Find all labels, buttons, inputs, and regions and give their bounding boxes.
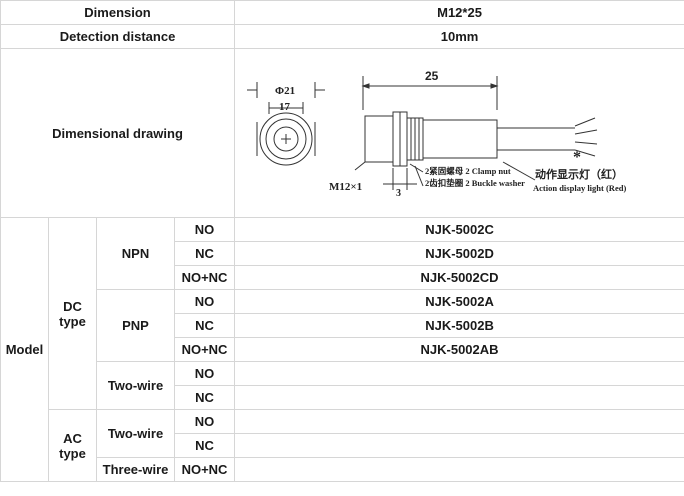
model-number-cell: NJK-5002C (234, 217, 684, 242)
npn-label: NPN (96, 217, 175, 290)
ac-two-wire-label: Two-wire (96, 409, 175, 458)
callout-clamp-nut: 2紧固螺母 2 Clamp nut (425, 166, 511, 176)
dimension-value: M12*25 (234, 0, 684, 25)
model-number-cell: NJK-5002D (234, 241, 684, 266)
detection-label: Detection distance (0, 24, 236, 49)
output-cell: NC (173, 241, 236, 266)
dimensional-drawing: Φ21 17 (234, 48, 684, 218)
table-row: Three-wire NO+NC (1, 457, 684, 482)
front-view (247, 81, 326, 165)
side-view (354, 75, 598, 190)
model-number-cell (234, 409, 684, 434)
diameter-outer-label: Φ21 (275, 85, 295, 97)
detection-value: 10mm (234, 24, 684, 49)
model-number-cell (234, 457, 684, 482)
output-cell: NO+NC (173, 265, 236, 290)
indicator-cn-label: 动作显示灯（红） (535, 167, 623, 181)
diameter-inner-label: 17 (279, 101, 291, 113)
ac-three-wire-label: Three-wire (96, 457, 175, 482)
dimension-label: Dimension (0, 0, 236, 25)
callout-buckle-washer: 2齿扣垫圈 2 Buckle washer (425, 178, 525, 188)
dimension-row: Dimension M12*25 (0, 0, 684, 25)
indicator-en-label: Action display light (Red) (533, 183, 626, 193)
output-cell: NC (173, 385, 236, 410)
asterisk-mark: * (573, 149, 581, 166)
drawing-label: Dimensional drawing (0, 48, 236, 218)
table-row: Model DC type NPN NO NJK-5002C (0, 217, 684, 482)
thread-label: M12×1 (329, 181, 362, 193)
dc-type-label: DC type (48, 217, 97, 410)
model-number-cell: NJK-5002AB (234, 337, 684, 362)
output-cell: NC (173, 313, 236, 338)
table-row: NO+NC NJK-5002AB (1, 337, 684, 362)
output-cell: NO+NC (173, 457, 236, 482)
model-label: Model (0, 217, 49, 482)
table-row: Two-wire NO (1, 361, 684, 410)
drawing-row: Dimensional drawing (0, 48, 684, 218)
table-row: NC NJK-5002D (1, 241, 684, 266)
detection-row: Detection distance 10mm (0, 24, 684, 49)
model-number-cell: NJK-5002CD (234, 265, 684, 290)
output-cell: NO+NC (173, 337, 236, 362)
table-row: PNP NO NJK-5002A (1, 289, 684, 362)
table-row: NC NJK-5002B (1, 313, 684, 338)
output-cell: NO (173, 289, 236, 314)
model-number-cell (234, 361, 684, 386)
table-row: AC type Two-wire NO (1, 409, 684, 482)
model-number-cell: NJK-5002A (234, 289, 684, 314)
output-cell: NO (173, 409, 236, 434)
length-label: 25 (425, 69, 439, 83)
pnp-label: PNP (96, 289, 175, 362)
output-cell: NC (173, 433, 236, 458)
model-number-cell: NJK-5002B (234, 313, 684, 338)
model-number-cell (234, 385, 684, 410)
spec-table: Dimension M12*25 Detection distance 10mm… (0, 0, 684, 482)
output-cell: NO (173, 217, 236, 242)
dc-two-wire-label: Two-wire (96, 361, 175, 410)
output-cell: NO (173, 361, 236, 386)
ac-type-label: AC type (48, 409, 97, 482)
model-number-cell (234, 433, 684, 458)
sensor-drawing-svg: Φ21 17 (247, 69, 626, 199)
nut-width-label: 3 (396, 188, 401, 199)
